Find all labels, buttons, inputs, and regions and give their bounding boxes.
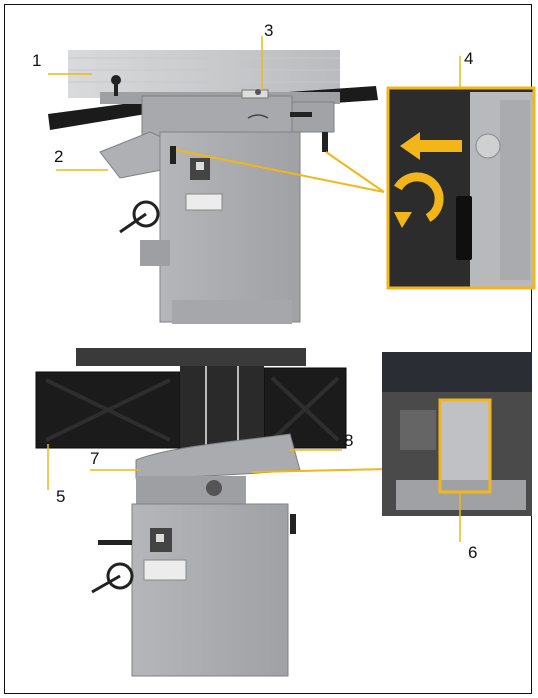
machine-top-view — [48, 50, 378, 324]
callout-5: 5 — [56, 487, 66, 506]
arrow-left-icon — [400, 132, 462, 160]
callout-4: 4 — [464, 49, 474, 68]
top-pointers — [175, 149, 385, 193]
fence-plate — [68, 50, 340, 98]
callout-2: 2 — [54, 147, 64, 166]
rotate-arrow-icon — [394, 172, 444, 222]
infeed-table — [48, 98, 170, 130]
callout-7: 7 — [90, 449, 100, 468]
machine-bottom-view — [35, 348, 347, 677]
machine-body — [159, 131, 301, 323]
inset-4 — [386, 86, 536, 290]
handwheel — [132, 200, 160, 228]
inset-6 — [382, 352, 532, 516]
callout-3: 3 — [264, 21, 274, 40]
handwheel-bottom — [106, 562, 134, 590]
callout-6: 6 — [468, 543, 478, 562]
fence-knob — [111, 75, 121, 85]
leader-lines — [47, 36, 461, 542]
callout-1: 1 — [32, 51, 42, 70]
callout-8: 8 — [344, 431, 354, 450]
